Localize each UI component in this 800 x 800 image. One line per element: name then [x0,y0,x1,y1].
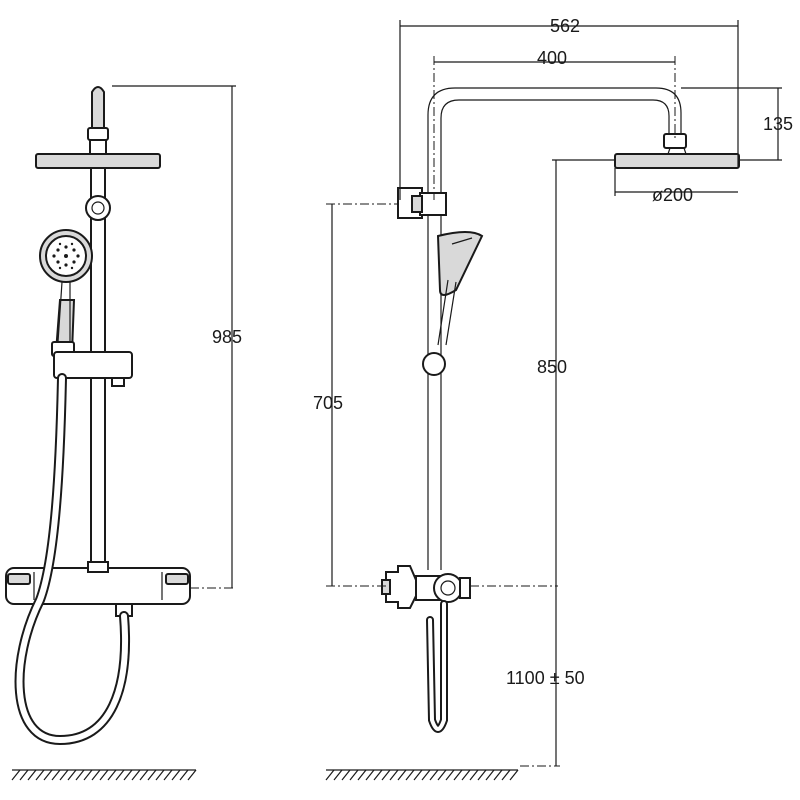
floor-hatch-stroke [413,769,423,781]
floor-hatch-stroke [445,769,455,781]
floor-hatch-stroke [171,769,181,781]
front-hand-shower-nozzles [52,242,80,270]
floor-hatch-stroke [453,769,463,781]
floor-hatch-stroke [493,769,503,781]
side-overhead-shower-head [614,153,740,169]
floor-hatch-stroke [381,769,391,781]
dim-label-200: ø200 [652,185,693,205]
floor-hatch-stroke [357,769,367,781]
dim-label-705: 705 [313,393,343,413]
dim-label-985: 985 [212,327,242,347]
floor-hatch-stroke [27,769,37,781]
front-top-stub [91,86,105,141]
floor-hatch-stroke [123,769,133,781]
floor-hatch-stroke [83,769,93,781]
floor-hatch-stroke [437,769,447,781]
floor-hatch-stroke [139,769,149,781]
floor-hatch-stroke [325,769,335,781]
front-view: 985 [5,85,242,781]
side-arm-tube-inner [440,99,670,570]
floor-hatch-stroke [59,769,69,781]
floor-hatch-stroke [99,769,109,781]
floor-hatch-stroke [469,769,479,781]
side-head-joint [663,133,687,149]
front-slide-ring-inner [91,201,105,215]
floor-hatch-stroke [501,769,511,781]
front-slide-ring [85,195,111,221]
floor-hatch-stroke [485,769,495,781]
floor-hatch-stroke [91,769,101,781]
floor-hatch-stroke [365,769,375,781]
side-arm-tube-outer [427,87,682,570]
floor-hatch-stroke [19,769,29,781]
front-head-nut [87,127,109,141]
front-riser-base [87,561,109,573]
floor-hatch-stroke [155,769,165,781]
floor-hatch-stroke [477,769,487,781]
front-overhead-shower-head [35,153,161,169]
side-view: 562 400 135 ø200 705 850 1100 ± 50 [313,16,793,781]
front-mixer-left-handle [7,573,31,585]
side-mixer-valve [381,565,471,609]
floor-hatch-stroke [341,769,351,781]
floor-hatch-stroke [43,769,53,781]
floor-hatch-stroke [509,769,519,781]
side-bracket-collar [419,192,447,216]
floor-hatch-stroke [51,769,61,781]
front-holder-clip [111,377,125,387]
front-hand-shower [39,229,93,357]
floor-hatch-stroke [67,769,77,781]
floor-hatch-stroke [397,769,407,781]
floor-hatch-stroke [115,769,125,781]
floor-hatch-stroke [35,769,45,781]
floor-hatch-stroke [333,769,343,781]
floor-hatch-stroke [11,769,21,781]
floor-hatch-stroke [461,769,471,781]
side-hand-shower [436,231,484,346]
floor-hatch-stroke [147,769,157,781]
floor-hatch-stroke [187,769,197,781]
floor-hatch-stroke [421,769,431,781]
dim-label-562: 562 [550,16,580,36]
floor-hatch-stroke [405,769,415,781]
floor-hatch-stroke [75,769,85,781]
front-head-joint [89,139,107,155]
front-mixer-right-handle [165,573,189,585]
side-floor-hatch [325,769,519,781]
floor-hatch-stroke [349,769,359,781]
side-slide-knob [422,352,446,376]
front-hand-shower-holder [53,351,133,379]
floor-hatch-stroke [179,769,189,781]
floor-hatch-stroke [429,769,439,781]
dim-label-850: 850 [537,357,567,377]
floor-hatch-stroke [389,769,399,781]
floor-hatch-stroke [373,769,383,781]
dim-label-135: 135 [763,114,793,134]
dim-label-400: 400 [537,48,567,68]
front-floor-hatch [11,769,197,781]
floor-hatch-stroke [107,769,117,781]
front-hose [14,373,130,746]
floor-hatch-stroke [163,769,173,781]
floor-hatch-stroke [131,769,141,781]
dim-label-1100: 1100 ± 50 [506,668,585,688]
